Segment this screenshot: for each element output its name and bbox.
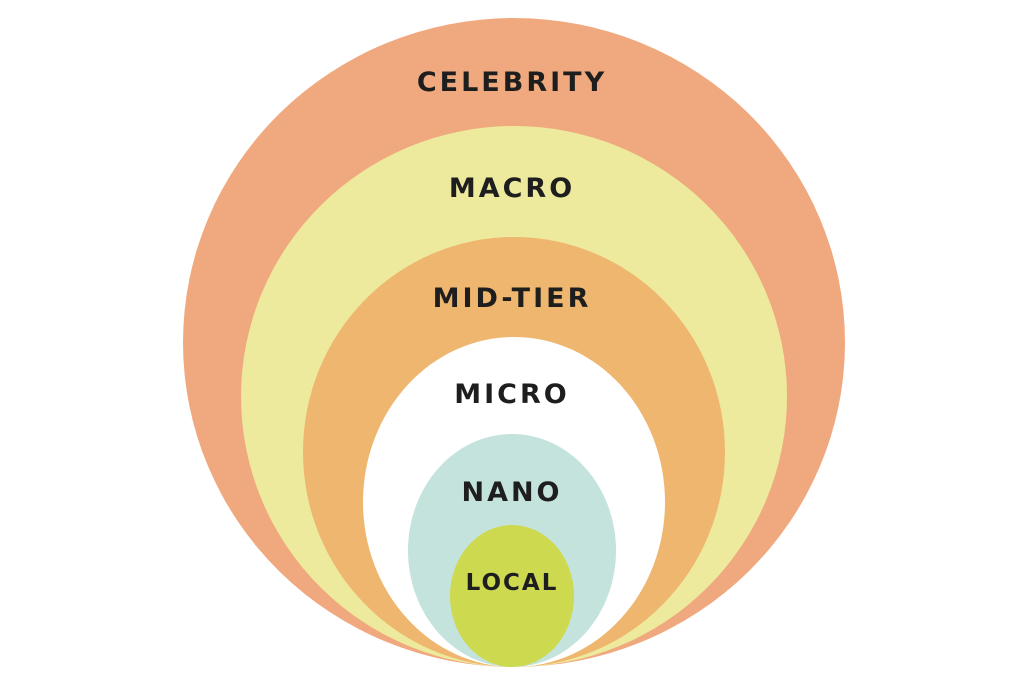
- celebrity-label: CELEBRITY: [416, 67, 608, 98]
- local-circle: [450, 525, 574, 667]
- micro-label: MICRO: [454, 379, 570, 410]
- macro-label: MACRO: [448, 173, 576, 204]
- mid-tier-label: MID-TIER: [432, 283, 592, 314]
- local-label: LOCAL: [465, 570, 559, 596]
- nano-label: NANO: [461, 477, 563, 508]
